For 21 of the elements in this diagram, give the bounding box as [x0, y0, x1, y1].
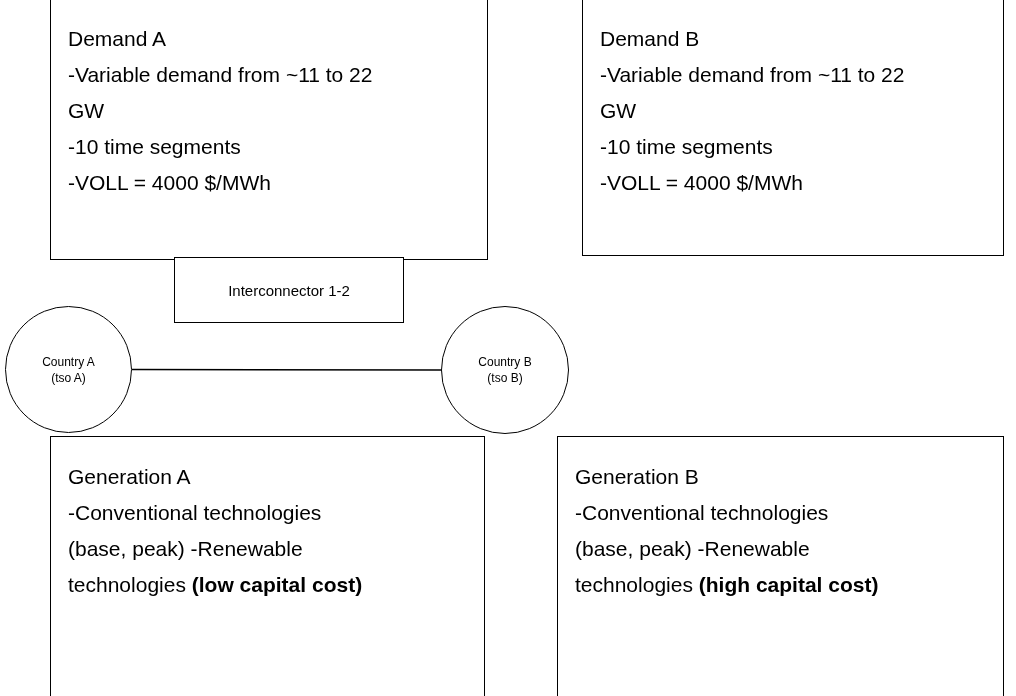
box-heading: Demand B — [600, 26, 701, 52]
interconnector-label: Interconnector 1-2 — [228, 281, 350, 299]
text-box — [582, 0, 1004, 256]
country-label: Country B (tso B) — [477, 354, 533, 386]
box-text: -Variable demand from ~11 to 22 GW — [600, 62, 906, 124]
box-text: -Variable demand from ~11 to 22 GW — [68, 62, 374, 124]
box-text: -10 time segments — [600, 134, 774, 160]
box-text: -VOLL = 4000 $/MWh — [68, 170, 272, 196]
box-heading: Generation A — [68, 464, 192, 490]
box-heading: Generation B — [575, 464, 700, 490]
text-box — [50, 436, 485, 696]
text-box — [557, 436, 1004, 696]
text-box — [50, 0, 488, 260]
box-text: -10 time segments — [68, 134, 242, 160]
country-label: Country A (tso A) — [41, 353, 96, 386]
box-text: -Conventional technologies (base, peak) -Renewable technologies (high capital cost) — [575, 500, 880, 598]
box-heading: Demand A — [68, 26, 168, 52]
box-text: -Conventional technologies (base, peak) -Renewable technologies (low capital cost) — [68, 500, 364, 598]
box-text: -VOLL = 4000 $/MWh — [600, 170, 804, 196]
interconnector-box — [174, 257, 404, 323]
connector-line — [131, 368, 442, 371]
